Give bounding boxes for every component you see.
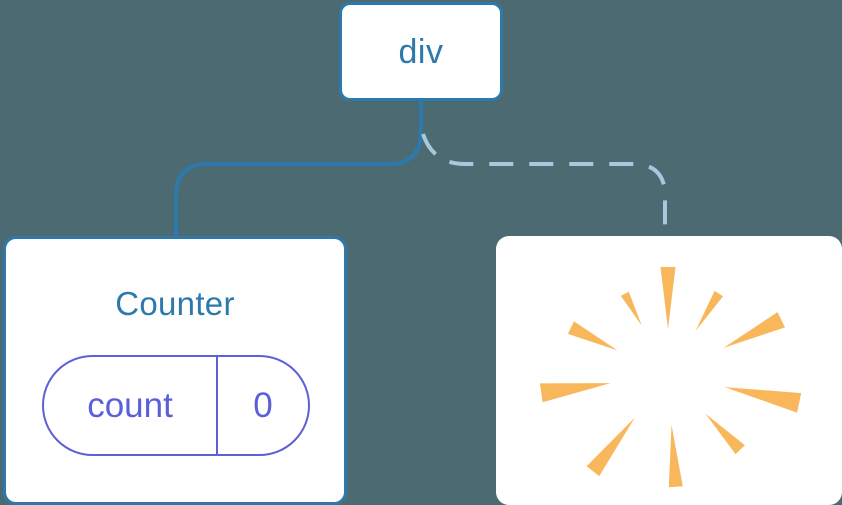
edge-div-to-sparkle: [421, 133, 667, 238]
node-div-label: div: [398, 32, 444, 71]
node-counter-title: Counter: [115, 285, 235, 322]
sparkle-ray: [724, 387, 802, 413]
node-div[interactable]: div: [339, 2, 503, 101]
sparkle-ray: [539, 383, 611, 403]
state-pill-key-cell: count: [44, 357, 218, 454]
sparkle-ray: [567, 321, 618, 351]
sparkle-ray: [695, 290, 724, 331]
sparkle-ray: [660, 267, 676, 329]
sparkle-burst-icon: [539, 267, 802, 488]
sparkle-ray: [620, 291, 642, 326]
state-pill-key: count: [87, 386, 173, 425]
sparkle-ray: [723, 312, 785, 348]
sparkle-ray: [705, 413, 745, 455]
state-pill-value: 0: [253, 386, 273, 425]
edge-div-to-counter: [174, 101, 423, 238]
sparkle-ray: [586, 417, 635, 477]
state-pill-count[interactable]: count 0: [42, 355, 310, 456]
sparkle-ray: [668, 424, 683, 488]
state-pill-value-cell: 0: [218, 357, 308, 454]
node-sparkle[interactable]: [496, 236, 842, 505]
